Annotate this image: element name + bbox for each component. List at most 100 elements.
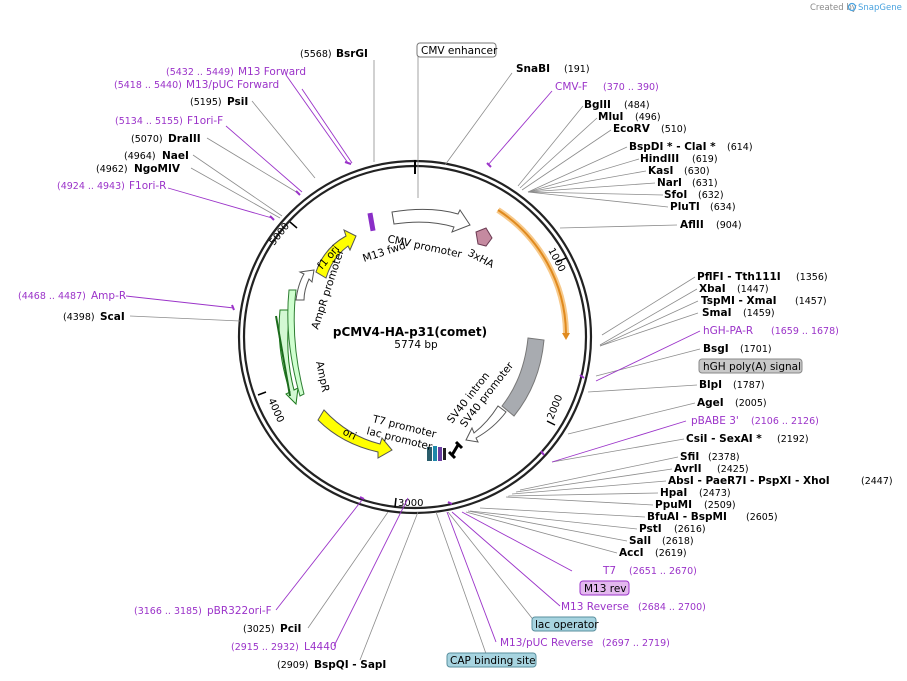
site-name-pluti: PluTI: [670, 201, 700, 213]
ha-orange-arc-halo: [496, 207, 569, 334]
site-pos-psii: (5195): [190, 97, 222, 108]
site-name-tspmi: TspMI - XmaI: [701, 295, 777, 307]
site-pos-sfii: (2378): [708, 452, 740, 463]
site-name-csii: CsiI - SexAI *: [686, 433, 762, 445]
site-pos-agei: (2005): [735, 398, 767, 409]
lac-operator-marker: [427, 447, 432, 461]
primer-name-amp-r: Amp-R: [91, 290, 126, 302]
snapgene-logo-icon: [847, 2, 857, 12]
site-pos-nari: (631): [692, 178, 718, 189]
primer-name-t7: T7: [602, 565, 616, 577]
label-3xha: 3xHA: [466, 247, 497, 271]
site-pos-kasi: (630): [684, 166, 710, 177]
site-pos-xbai: (1447): [737, 284, 769, 295]
site-name-ngomiv: NgoMIV: [134, 163, 181, 175]
ampr-green-stroke: [275, 315, 291, 397]
site-pos-bglii: (484): [624, 100, 650, 111]
primer-name-cmv-f: CMV-F: [555, 81, 588, 93]
site-name-sfii: SfiI: [680, 451, 699, 463]
tick-2000: 2000: [546, 393, 566, 421]
ori-arrow: [317, 409, 393, 459]
tick-mark-4000: [257, 391, 267, 396]
primer-name-hgh-pa-r: hGH-PA-R: [703, 325, 753, 337]
site-pos-naei: (4964): [124, 151, 156, 162]
primer-pos-m13-reverse: (2684 .. 2700): [638, 602, 706, 613]
primer-name-m13puc-fwd: M13/pUC Forward: [186, 79, 279, 91]
snapgene-logo: SnapGene: [847, 2, 902, 13]
plasmid-length: 5774 bp: [394, 339, 438, 351]
f1-ori-arrow: [315, 229, 357, 279]
primer-pos-m13puc-rev: (2697 .. 2719): [602, 638, 670, 649]
site-name-bsrgi: BsrGI: [336, 48, 368, 60]
site-pos-sfoi: (632): [698, 190, 724, 201]
tick-mark-3000: [394, 497, 397, 508]
t7-marker: [443, 448, 446, 460]
site-pos-bsgi: (1701): [740, 344, 772, 355]
site-pos-bfuai: (2605): [746, 512, 778, 523]
primer-pos-f1ori-r: (4924 .. 4943): [57, 181, 125, 192]
primer-pos-t7: (2651 .. 2670): [629, 566, 697, 577]
site-pos-hindiii: (619): [692, 154, 718, 165]
m13-fwd-marker: [367, 212, 376, 232]
label-cap-site: CAP binding site: [450, 655, 536, 667]
site-name-snabi: SnaBI: [516, 63, 550, 75]
primer-pos-f1ori-f: (5134 .. 5155): [115, 116, 183, 127]
site-pos-scai: (4398): [63, 312, 95, 323]
primer-pos-l4440: (2915 .. 2932): [231, 642, 299, 653]
cmv-enhancer-box: [416, 42, 497, 58]
site-name-blpi: BlpI: [699, 379, 722, 391]
ampr-promoter-arrow: [295, 269, 315, 301]
lac-operator-box: [531, 616, 597, 632]
ampr-arrow: [287, 289, 305, 397]
lac-region-markers: [427, 446, 446, 461]
ha-orange-arc: [497, 209, 567, 334]
site-name-sali: SalI: [629, 535, 651, 547]
sv40-promoter-arrow: [501, 337, 545, 417]
label-lac-operator: lac operator: [535, 619, 599, 631]
m13-rev-marker: [438, 447, 442, 461]
site-name-scai: ScaI: [100, 311, 125, 323]
tick-4000: 4000: [265, 397, 285, 425]
cap-site-marker: [433, 446, 437, 461]
primer-name-f1ori-r: F1ori-R: [129, 180, 166, 192]
site-name-absi: AbsI - PaeR7I - PspXI - XhoI: [668, 475, 830, 487]
label-ori: ori: [341, 426, 359, 443]
ha-tag-arrow: [475, 227, 493, 247]
label-hgh-polya: hGH poly(A) signal: [703, 361, 801, 373]
tick-mark-5000: [289, 221, 298, 229]
site-name-psii: PsiI: [227, 96, 248, 108]
site-name-hpai: HpaI: [660, 487, 687, 499]
site-pos-ecorv: (510): [661, 124, 687, 135]
hgh-polya-box: [698, 358, 803, 374]
site-name-avrii: AvrII: [674, 463, 702, 475]
label-m13-fwd: M13 fwd: [361, 240, 407, 265]
terminator-marker: [447, 440, 464, 460]
site-leader-lines: [129, 55, 701, 666]
primer-labels: (5432 .. 5449) M13 Forward (5418 .. 5440…: [18, 66, 839, 653]
primer-name-pbabe3: pBABE 3': [691, 415, 739, 427]
site-name-bglii: BglII: [584, 99, 611, 111]
site-name-xbai: XbaI: [699, 283, 726, 295]
site-name-bsgi: BsgI: [703, 343, 729, 355]
plasmid-name: pCMV4-HA-p31(comet): [333, 325, 487, 339]
primer-name-pbr322ori-f: pBR322ori-F: [207, 605, 272, 617]
primer-name-f1ori-f: F1ori-F: [187, 115, 223, 127]
credit-brand: SnapGene: [858, 3, 902, 13]
site-pos-avrii: (2425): [717, 464, 749, 475]
primer-pos-pbr322ori-f: (3166 .. 3185): [134, 606, 202, 617]
ha-orange-arrowhead: [562, 333, 570, 340]
label-ampr: AmpR: [313, 360, 331, 393]
site-pos-smai: (1459): [743, 308, 775, 319]
primer-name-m13puc-rev: M13/pUC Reverse: [500, 637, 593, 649]
primer-pos-m13fwd: (5432 .. 5449): [166, 67, 234, 78]
site-name-naei: NaeI: [162, 150, 189, 162]
site-pos-bspdi: (614): [727, 142, 753, 153]
site-name-mlui: MluI: [598, 111, 623, 123]
site-name-pcii: PciI: [280, 623, 301, 635]
site-name-agei: AgeI: [697, 397, 724, 409]
site-name-hindiii: HindIII: [640, 153, 679, 165]
cap-site-box: [446, 652, 537, 668]
site-pos-draiii: (5070): [131, 134, 163, 145]
site-name-kasi: KasI: [648, 165, 673, 177]
